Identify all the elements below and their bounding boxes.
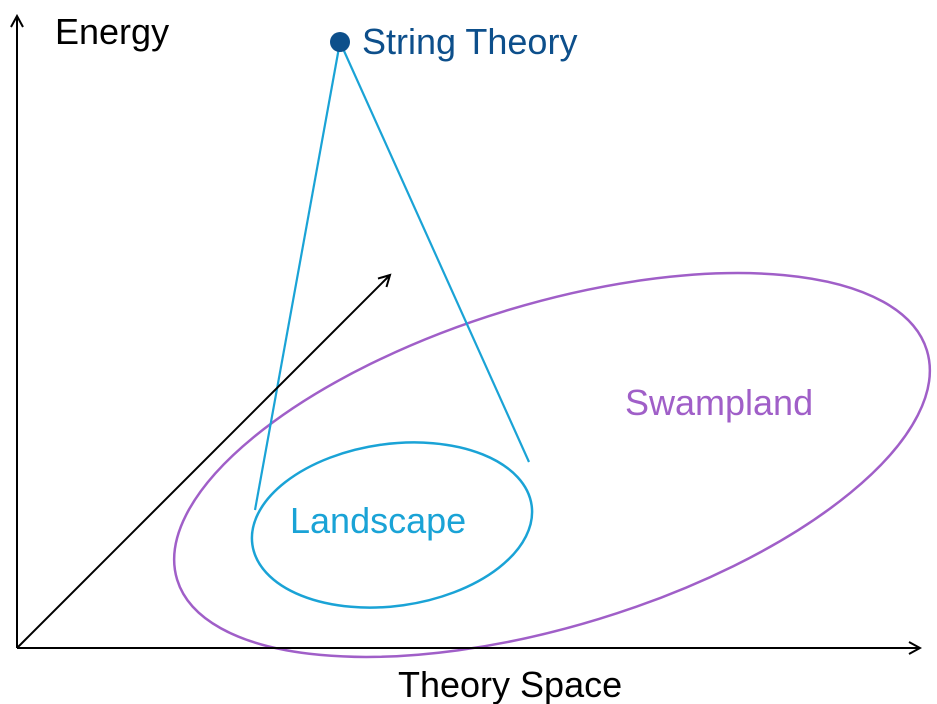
swampland-ellipse (172, 271, 932, 659)
swampland-label: Swampland (625, 382, 814, 423)
cone-right-edge (338, 41, 531, 463)
string-theory-label: String Theory (362, 21, 578, 62)
x-axis-label: Theory Space (398, 664, 623, 704)
string-theory-point (330, 32, 350, 52)
landscape-label: Landscape (290, 500, 467, 541)
diagonal-axis (16, 275, 390, 649)
cone-left-edge (253, 41, 342, 511)
y-axis-label: Energy (55, 11, 170, 52)
landscape-ellipse (250, 441, 534, 609)
